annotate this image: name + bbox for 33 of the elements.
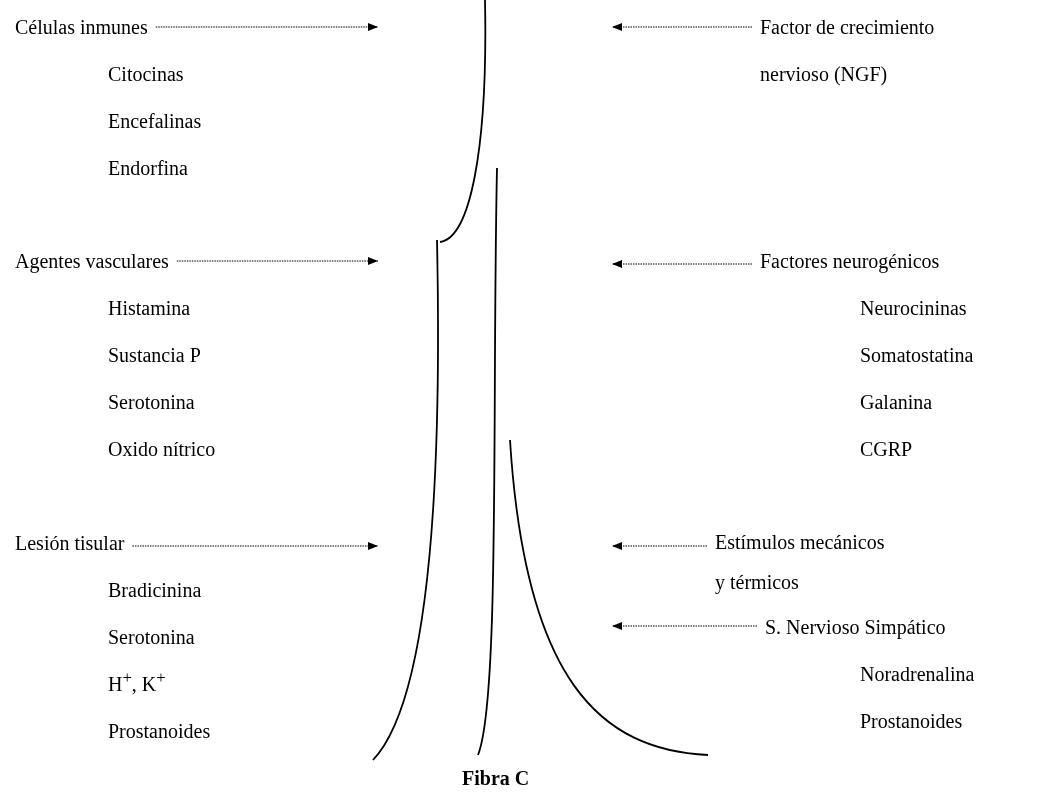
substance-name: Prostanoides (108, 719, 211, 743)
substance-name: Oxido nítrico (108, 437, 216, 461)
nerve-fiber-drawing (372, 0, 709, 761)
group-heading: Lesión tisular (15, 531, 125, 555)
arrow (611, 260, 753, 268)
substance-name: Bradicinina (108, 578, 202, 602)
substance-name: Encefalinas (108, 109, 202, 133)
group-heading: Factores neurogénicos (760, 249, 940, 273)
substance-name: Noradrenalina (860, 662, 975, 686)
substance-name: Histamina (108, 296, 191, 320)
substance-name: Somatostatina (860, 343, 974, 367)
arrow (611, 23, 753, 31)
arrow (611, 542, 708, 550)
arrow (131, 542, 379, 550)
substance-name: Sustancia P (108, 343, 201, 367)
group-heading: Estímulos mecánicos y térmicos (715, 530, 886, 596)
group-heading: Células inmunes (15, 15, 148, 39)
arrow (155, 23, 379, 31)
substance-name: Serotonina (108, 625, 195, 649)
group-heading: Factor de crecimiento nervioso (NGF) (760, 15, 936, 88)
fiber-caption: Fibra C (462, 766, 530, 790)
substance-name: Galanina (860, 390, 933, 414)
substance-name: Serotonina (108, 390, 195, 414)
group-heading: S. Nervioso Simpático (765, 615, 946, 639)
substance-name: Citocinas (108, 62, 184, 86)
substance-name: Neurocininas (860, 296, 967, 320)
group-heading: Agentes vasculares (15, 249, 169, 273)
substance-name: H$^{+}$, K$^{+}$ (108, 667, 166, 696)
arrow (611, 622, 758, 630)
substance-name: CGRP (860, 437, 913, 461)
substance-name: Endorfina (108, 156, 188, 180)
substance-name: Prostanoides (860, 709, 963, 733)
arrow (176, 257, 379, 265)
